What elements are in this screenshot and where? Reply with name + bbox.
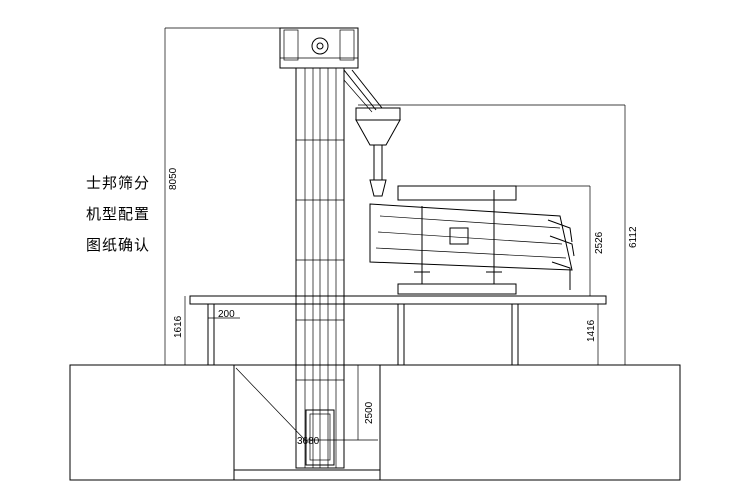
dim-platform-height-right: 1416 [586, 319, 597, 342]
vibrating-screen [369, 185, 575, 295]
dim-pit-depth: 2500 [364, 401, 375, 424]
feed-hopper [355, 107, 401, 197]
dim-pit-width: 3680 [297, 436, 320, 447]
dim-total-height: 8050 [168, 167, 179, 190]
support-platform [189, 295, 607, 365]
note-line-3: 图纸确认 [86, 236, 151, 254]
elevator-head [279, 27, 359, 69]
dim-platform-height-left: 1616 [173, 315, 184, 338]
note-line-2: 机型配置 [86, 205, 151, 223]
dimension-lines [164, 27, 626, 440]
bucket-elevator [279, 27, 383, 469]
discharge-chute [343, 69, 383, 113]
screen-outlets [547, 219, 575, 290]
dim-screen-height: 6112 [628, 226, 639, 248]
ground-foundation [69, 364, 681, 481]
dim-screen-body: 2526 [594, 231, 605, 254]
dim-platform-offset: 200 [218, 309, 235, 320]
note-line-1: 士邦筛分 [86, 174, 151, 192]
dimension-labels: 8050 6112 2526 1616 1416 200 2500 3680 [168, 167, 639, 447]
elevator-pit [233, 365, 381, 471]
